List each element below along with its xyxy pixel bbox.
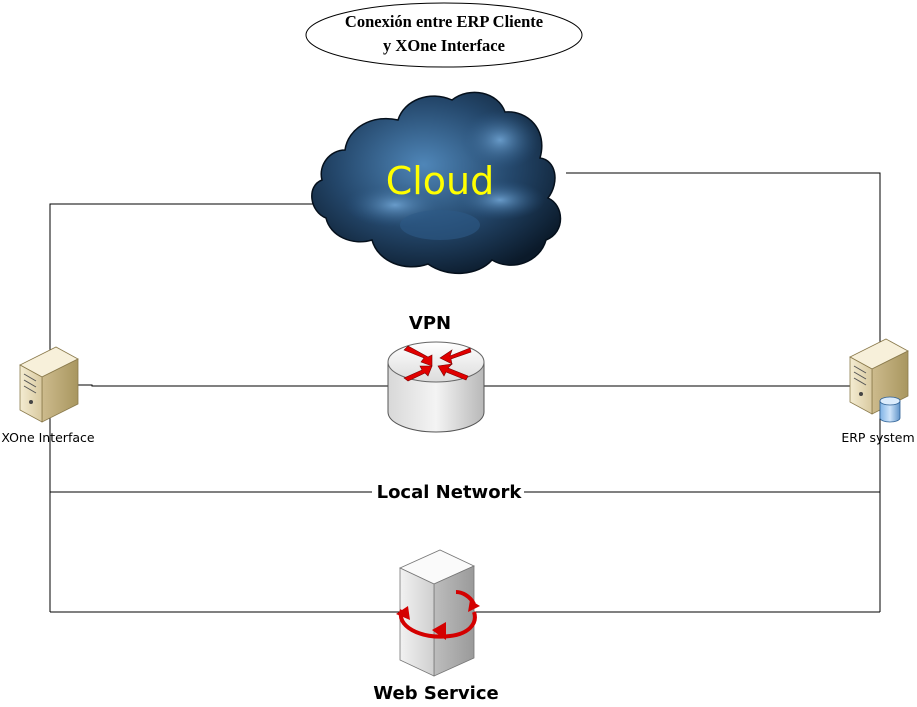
erp-system-label: ERP system: [841, 430, 914, 445]
refresh-arrows-icon: [396, 590, 480, 640]
database-icon: [879, 396, 901, 423]
database-server-icon: [849, 338, 909, 423]
router-icon: [387, 341, 485, 433]
xone-interface-label: XOne Interface: [1, 430, 94, 445]
cloud-to-xone-line: [49, 203, 318, 612]
cloud-icon: Cloud: [311, 91, 562, 275]
diagram-title: Conexión entre ERP Cliente y XOne Interf…: [305, 2, 583, 68]
server-icon: [19, 346, 79, 423]
vpn-label: VPN: [409, 313, 451, 334]
web-service-server-icon: [396, 549, 480, 677]
title-ellipse: [305, 2, 583, 68]
router-arrows: [403, 345, 472, 382]
local-network-label-bg: [372, 480, 524, 504]
local-network-label: Local Network: [377, 482, 523, 503]
title-line-1: Conexión entre ERP Cliente: [345, 12, 543, 31]
cloud-to-erp-line: [566, 172, 881, 612]
cloud-label: Cloud: [386, 159, 495, 203]
web-service-label: Web Service: [373, 683, 498, 704]
title-line-2: y XOne Interface: [383, 36, 505, 55]
